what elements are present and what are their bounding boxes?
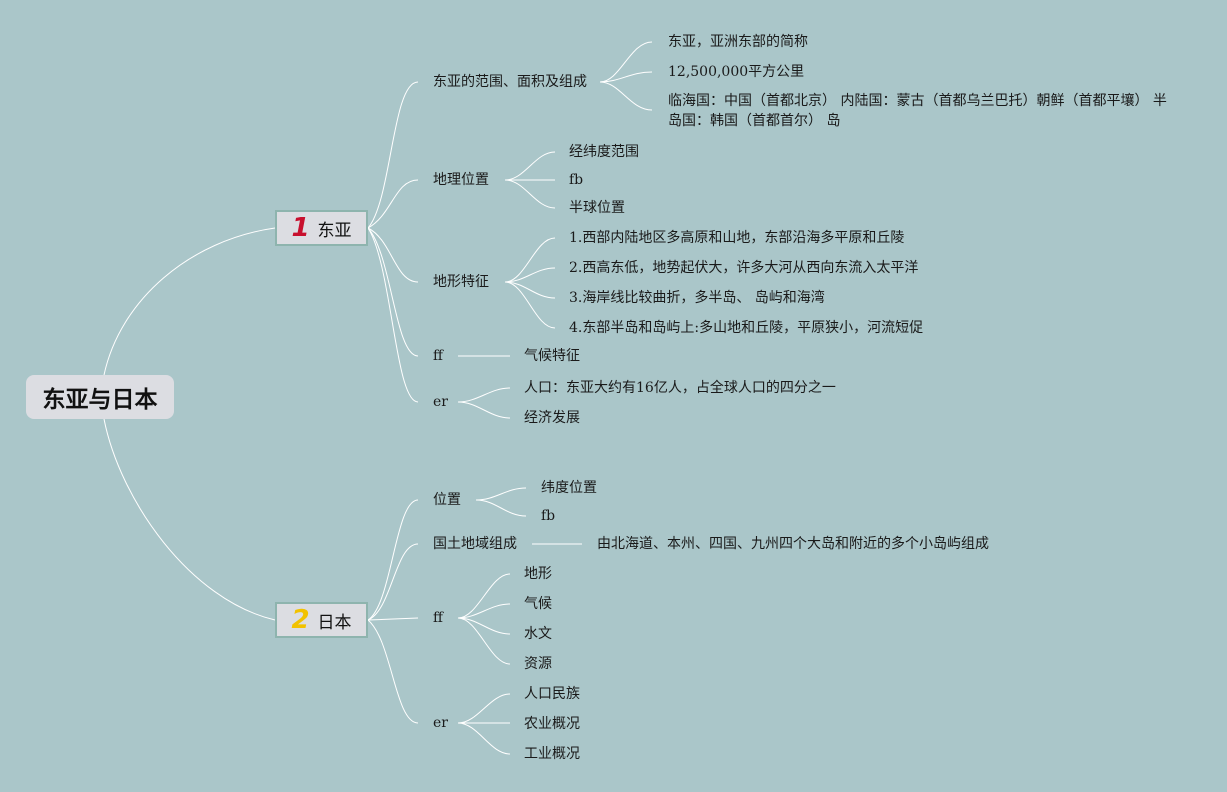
subtopic[interactable]: 位置: [433, 492, 461, 508]
connector-b1-s2-l0: [504, 237, 556, 283]
central-topic[interactable]: 东亚与日本: [26, 375, 174, 419]
leaf-topic[interactable]: 农业概况: [524, 716, 580, 732]
leaf-topic[interactable]: 经济发展: [524, 410, 580, 426]
subtopic[interactable]: er: [433, 715, 448, 731]
connector-b2-s2-l1: [457, 603, 511, 619]
connector-b1-s4: [367, 227, 419, 403]
connector-b1-s1: [367, 179, 419, 229]
connector-b1-s4-l1: [457, 401, 511, 419]
connector-b1-s0: [367, 81, 419, 229]
leaf-topic[interactable]: 气候: [524, 596, 552, 612]
main-topic-east-asia[interactable]: 1 东亚: [275, 210, 368, 246]
main-topic-label: 东亚: [317, 220, 352, 241]
leaf-topic[interactable]: 经纬度范围: [569, 144, 639, 160]
connector-b2-s2-l3: [457, 617, 511, 665]
leaf-topic[interactable]: 工业概况: [524, 746, 580, 762]
connector-b1-s2: [367, 227, 419, 283]
connector-b1-s3: [367, 227, 419, 357]
leaf-topic[interactable]: 水文: [524, 626, 552, 642]
leaf-topic[interactable]: 3.海岸线比较曲折，多半岛、 岛屿和海湾: [569, 290, 825, 306]
leaf-topic[interactable]: 1.西部内陆地区多高原和山地，东部沿海多平原和丘陵: [569, 230, 905, 246]
number-1-icon: 1: [291, 213, 310, 243]
subtopic[interactable]: 东亚的范围、面积及组成: [433, 74, 587, 90]
subtopic[interactable]: ff: [433, 610, 443, 626]
leaf-topic[interactable]: 人口民族: [524, 686, 580, 702]
leaf-topic[interactable]: 临海国：中国（首都北京） 内陆国：蒙古（首都乌兰巴托）朝鲜（首都平壤） 半岛国：…: [668, 93, 1167, 129]
leaf-topic[interactable]: 东亚，亚洲东部的简称: [668, 34, 808, 50]
connector-b1-s1-l0: [504, 151, 556, 181]
connector-b2-s3: [367, 619, 419, 724]
subtopic[interactable]: er: [433, 394, 448, 410]
connector-b1-s4-l0: [457, 387, 511, 403]
leaf-topic[interactable]: fb: [569, 172, 584, 188]
leaf-topic[interactable]: 由北海道、本州、四国、九州四个大岛和附近的多个小岛屿组成: [597, 536, 989, 552]
connector-b2-s1: [367, 543, 419, 621]
number-2-icon: 2: [291, 605, 310, 635]
connector-b1-s0-l0: [599, 41, 653, 83]
subtopic[interactable]: ff: [433, 348, 443, 364]
subtopic[interactable]: 国土地域组成: [433, 536, 517, 552]
connector-b2-s3-l0: [457, 693, 511, 724]
leaf-topic[interactable]: 纬度位置: [541, 480, 597, 496]
leaf-topic[interactable]: 4.东部半岛和岛屿上:多山地和丘陵，平原狭小，河流短促: [569, 320, 924, 336]
leaf-topic[interactable]: 半球位置: [569, 200, 625, 216]
connector-central-b2: [103, 418, 276, 621]
connector-b1-s1-l2: [504, 179, 556, 209]
main-topic-label: 日本: [317, 612, 352, 633]
subtopic[interactable]: 地形特征: [433, 274, 489, 290]
leaf-topic[interactable]: 地形: [524, 566, 552, 582]
leaf-topic[interactable]: 2.西高东低，地势起伏大，许多大河从西向东流入太平洋: [569, 260, 919, 276]
connector-central-b1: [103, 227, 276, 376]
connector-b2-s2: [367, 617, 419, 621]
connector-b2-s0-l1: [475, 499, 527, 517]
leaf-topic[interactable]: 12,500,000平方公里: [668, 64, 805, 80]
connector-b2-s0: [367, 499, 419, 621]
leaf-topic[interactable]: fb: [541, 508, 556, 524]
connector-b2-s3-l2: [457, 722, 511, 755]
leaf-topic[interactable]: 气候特征: [524, 348, 580, 364]
connector-b1-s2-l3: [504, 281, 556, 329]
main-topic-japan[interactable]: 2 日本: [275, 602, 368, 638]
connector-b1-s0-l2: [599, 81, 653, 111]
connector-b2-s0-l0: [475, 487, 527, 501]
connector-b1-s2-l1: [504, 267, 556, 283]
connector-b2-s2-l0: [457, 573, 511, 619]
leaf-topic[interactable]: 人口：东亚大约有16亿人，占全球人口的四分之一: [524, 380, 836, 396]
subtopic[interactable]: 地理位置: [433, 172, 489, 188]
connector-b1-s0-l1: [599, 71, 653, 83]
leaf-topic[interactable]: 资源: [524, 656, 552, 672]
